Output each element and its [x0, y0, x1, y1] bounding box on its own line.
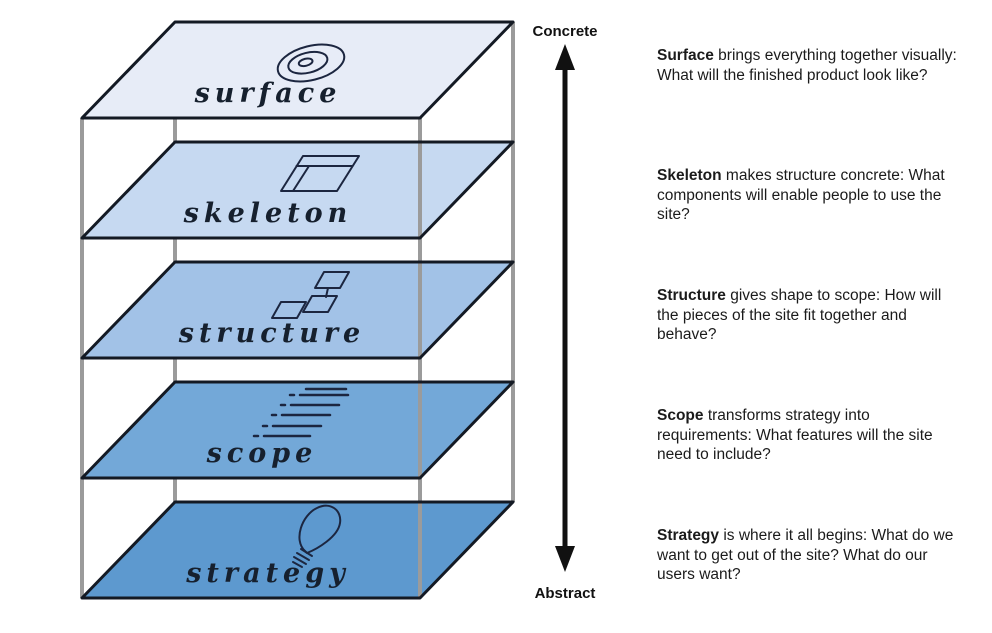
plane-outlines [80, 20, 515, 600]
description-strategy-term: Strategy [657, 527, 720, 544]
skeleton-plane-outline [80, 140, 515, 240]
description-structure-term: Structure [657, 287, 726, 304]
description-scope-text: transforms strategy into requirements: W… [657, 407, 933, 463]
description-surface-text: brings everything together visually: Wha… [657, 47, 957, 84]
description-strategy-text: is where it all begins: What do we want … [657, 527, 954, 583]
plane-labels: surface skeleton structure scope strateg… [178, 78, 365, 589]
concrete-abstract-axis: Concrete Abstract [532, 23, 597, 602]
layer-stack-diagram: surface skeleton structure scope strateg… [80, 20, 598, 602]
eye-swirl-icon [276, 43, 346, 83]
description-structure-text: gives shape to scope: How will the piece… [657, 287, 942, 343]
description-skeleton-text: makes structure concrete: What component… [657, 167, 945, 223]
plane-icons [252, 43, 360, 568]
description-structure: Structure gives shape to scope: How will… [657, 286, 957, 345]
description-strategy: Strategy is where it all begins: What do… [657, 526, 957, 585]
plane-fills [82, 22, 513, 598]
axis-arrow-head-down [555, 546, 575, 572]
concrete-label: Concrete [532, 23, 597, 40]
strategy-plane-fill [82, 502, 513, 598]
description-scope: Scope transforms strategy into requireme… [657, 406, 957, 465]
strategy-label: strategy [185, 558, 350, 589]
skeleton-label: skeleton [183, 198, 353, 229]
description-skeleton: Skeleton makes structure concrete: What … [657, 166, 957, 225]
structure-plane-outline [80, 260, 515, 360]
scope-label: scope [206, 438, 318, 469]
description-skeleton-term: Skeleton [657, 167, 722, 184]
description-surface: Surface brings everything together visua… [657, 46, 957, 85]
scope-plane-fill [82, 382, 513, 478]
sitemap-icon [271, 271, 350, 319]
structure-plane-fill [82, 262, 513, 358]
description-scope-term: Scope [657, 407, 704, 424]
wireframe-icon [280, 155, 360, 192]
list-icon [252, 387, 350, 438]
lightbulb-icon [292, 504, 342, 568]
surface-plane-outline [80, 20, 515, 120]
surface-label: surface [194, 78, 342, 109]
abstract-label: Abstract [535, 585, 596, 602]
scope-plane-outline [80, 380, 515, 480]
surface-plane-fill [82, 22, 513, 118]
structure-label: structure [178, 318, 365, 349]
strategy-plane-outline [80, 500, 515, 600]
axis-arrow-head-up [555, 44, 575, 70]
description-surface-term: Surface [657, 47, 714, 64]
